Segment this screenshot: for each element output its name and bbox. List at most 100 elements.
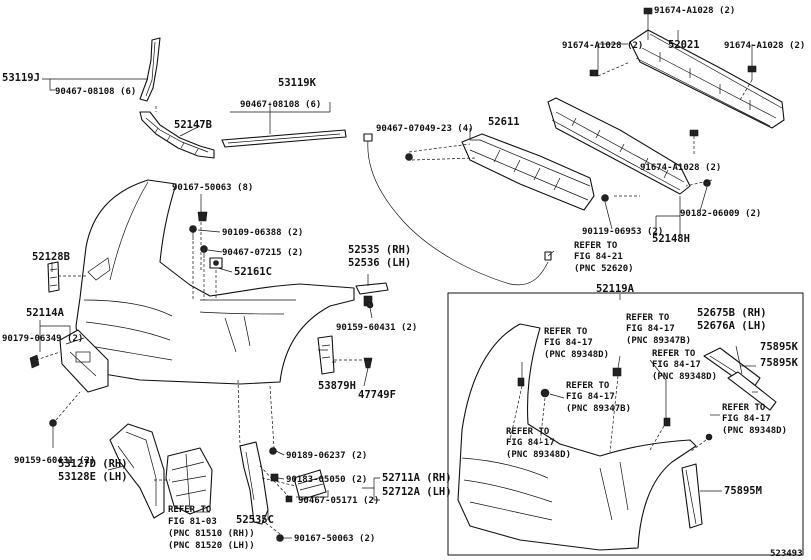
bracket-52535C [239,441,269,525]
moulding-75895K [727,371,777,411]
label-47749F: 47749F [358,389,396,401]
bolt-91674-top [643,7,653,22]
label-90167-50063-2: 90167-50063 (2) [294,534,375,544]
svg-text:REFER TO: REFER TO [544,327,588,337]
bolt-91674-left [589,69,599,77]
bumper-cover-52119 [75,179,355,385]
ref-fig-84-17-a: REFER TO FIG 84-17 (PNC 89348D) [544,327,609,360]
label-52676A-lh: 52676A (LH) [697,320,767,332]
svg-text:REFER TO: REFER TO [566,381,610,391]
clip-90467-07215 [200,245,208,258]
bolt-91674-right [747,65,757,80]
retainer-52161C [209,257,223,269]
label-52536-lh: 52536 (LH) [348,257,411,269]
screw-90159-a [49,419,57,432]
ref-fig-84-17-c: REFER TO FIG 84-17 (PNC 89348D) [652,349,717,382]
label-52128B: 52128B [32,251,70,263]
label-52535-rh: 52535 (RH) [348,244,411,256]
label-53128E-lh: 53128E (LH) [58,471,128,483]
svg-text:FIG 84-17: FIG 84-17 [544,338,593,348]
screw-90109 [189,225,197,240]
label-90467-08108-a: 90467-08108 (6) [55,87,136,97]
screw-90119 [601,194,609,202]
bolt-91674-mid [689,129,699,137]
label-52148H: 52148H [652,233,690,245]
label-52712A-lh: 52712A (LH) [382,486,452,498]
svg-text:FIG 84-21: FIG 84-21 [574,252,623,262]
lamp-81510-81520 [165,447,213,515]
cover-53127D-53128E [109,423,165,519]
svg-text:(PNC 89347B): (PNC 89347B) [626,336,691,346]
part-labels: 53119J 90467-08108 (6) 53119K 90467-0810… [2,6,805,559]
spacer-52711A-52712A [293,469,327,501]
ref-fig-84-17-e: REFER TO FIG 84-17 (PNC 89348D) [506,427,571,460]
leader-lines [35,22,758,539]
label-91674-right: 91674-A1028 (2) [724,41,805,51]
label-53119J: 53119J [2,72,40,84]
inset-box-52119A [447,292,804,556]
diagram-id: 523493 [770,549,803,559]
svg-text:REFER TO: REFER TO [626,313,670,323]
bumper-cover-inset [457,323,697,551]
svg-text:FIG 84-17: FIG 84-17 [626,324,675,334]
label-52161C: 52161C [234,266,272,278]
label-90182-06009: 90182-06009 (2) [680,209,761,219]
label-75895M: 75895M [724,485,762,497]
label-52147B: 52147B [174,119,212,131]
bracket-52114A [59,329,109,393]
ref-fig-84-21: REFER TO FIG 84-21 (PNC 52620) [574,241,634,274]
label-52535C: 52535C [236,514,274,526]
label-52114A: 52114A [26,307,65,319]
reinforcement-52021 [629,29,785,129]
molding-53119K [221,129,347,148]
absorber-52611 [461,133,595,211]
label-90119-06953: 90119-06953 (2) [582,227,663,237]
label-90159-60431-a: 90159-60431 (2) [14,456,95,466]
svg-text:(PNC 89348D): (PNC 89348D) [652,372,717,382]
svg-text:(PNC 89348D): (PNC 89348D) [544,350,609,360]
screw-90189 [269,447,277,455]
svg-text:REFER TO: REFER TO [574,241,618,251]
bracket-53879H [317,335,335,375]
label-90159-60431-b: 90159-60431 (2) [336,323,417,333]
label-52711A-rh: 52711A (RH) [382,472,452,484]
label-90189-06237: 90189-06237 (2) [286,451,367,461]
label-90467-07215: 90467-07215 (2) [222,248,303,258]
label-53127D-rh: 53127D (RH) [58,458,128,470]
moulding-75895M [681,463,703,529]
ref-fig-84-17-b: REFER TO FIG 84-17 (PNC 89347B) [626,313,691,346]
svg-text:FIG 81-03: FIG 81-03 [168,517,217,527]
ref-fig-84-17-d: REFER TO FIG 84-17 (PNC 89347B) [566,381,631,414]
label-90467-07049: 90467-07049-23 (4) [376,124,474,134]
label-91674-left: 91674-A1028 (2) [562,41,643,51]
svg-text:REFER TO: REFER TO [722,403,766,413]
svg-text:(PNC 52620): (PNC 52620) [574,264,634,274]
svg-text:(PNC 81520 (LH)): (PNC 81520 (LH)) [168,541,255,551]
ref-fig-81-03: REFER TO FIG 81-03 (PNC 81510 (RH)) (PNC… [168,505,255,551]
nut-90183 [270,473,279,482]
svg-text:REFER TO: REFER TO [652,349,696,359]
ref-fig-84-17-f: REFER TO FIG 84-17 (PNC 89348D) [722,403,787,436]
svg-text:(PNC 89347B): (PNC 89347B) [566,404,631,414]
label-90467-08108-b: 90467-08108 (6) [240,100,321,110]
retainer-52148H [547,97,691,195]
label-90109-06388: 90109-06388 (2) [222,228,303,238]
label-52021: 52021 [668,39,700,51]
label-52611: 52611 [488,116,520,128]
svg-text:(PNC 89348D): (PNC 89348D) [506,450,571,460]
clip-90467-07049 [405,153,413,161]
svg-text:FIG 84-17: FIG 84-17 [722,414,771,424]
bracket-52128B [47,261,60,293]
label-52119A: 52119A [596,283,635,295]
label-52675B-rh: 52675B (RH) [697,307,767,319]
label-75895K-b: 75895K [760,357,799,369]
label-90467-05171: 90467-05171 (2) [298,496,379,506]
label-53879H: 53879H [318,380,356,392]
retainer-52147B [139,111,215,159]
label-90167-50063-8: 90167-50063 (8) [172,183,253,193]
label-75895K-a: 75895K [760,341,799,353]
clip-90179 [29,354,40,369]
label-90183-05050: 90183-05050 (2) [286,475,367,485]
svg-text:REFER TO: REFER TO [506,427,550,437]
wire-harness-52620 [363,133,552,286]
